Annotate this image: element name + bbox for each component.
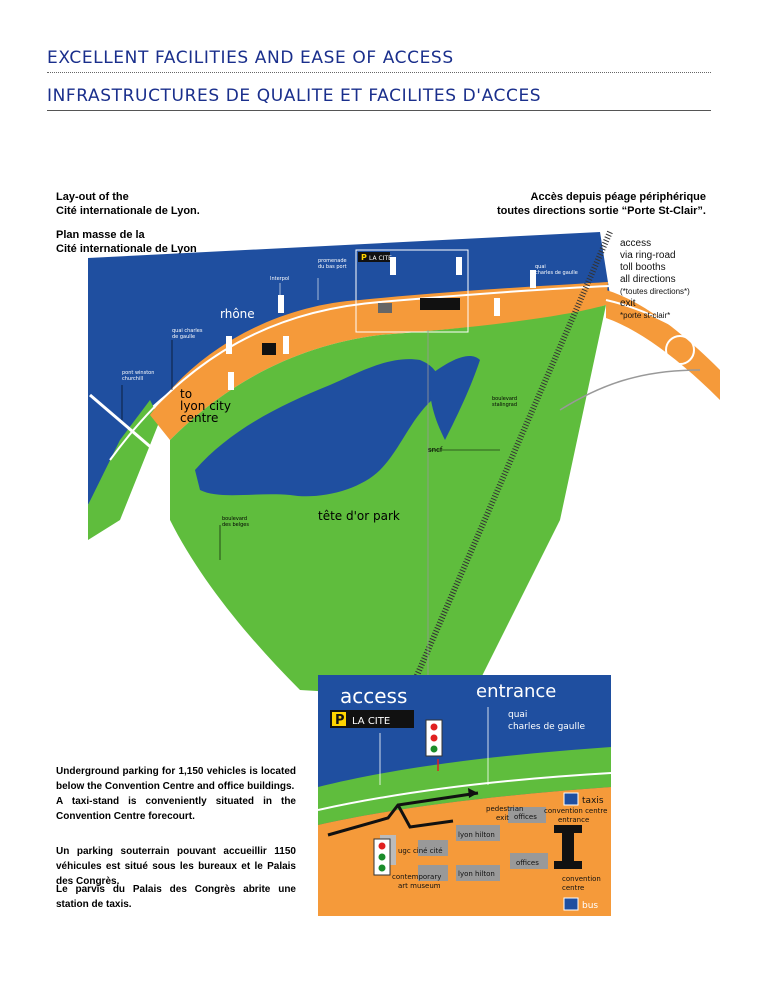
access-caption-french: Accès depuis péage périphérique toutes d…: [496, 191, 706, 217]
interpol-label: Interpol: [270, 276, 289, 282]
inset-offices-label: offices: [514, 813, 537, 821]
interpol-building: [262, 343, 276, 355]
bridge-road: [89, 393, 161, 457]
inset-bus-label: bus: [582, 901, 598, 911]
inset-la-cite-label: LA CITE: [352, 716, 390, 727]
dotted-divider: [47, 72, 711, 73]
traffic-light-icon: [530, 270, 536, 288]
arrow-head-icon: [468, 788, 478, 798]
svg-text:P: P: [361, 253, 367, 262]
taxi-paragraph-french: Le parvis du Palais des Congrès abrite u…: [56, 884, 296, 910]
parking-badge-icon: [358, 252, 390, 262]
park-lake: [195, 359, 440, 497]
traffic-light-icon: [226, 336, 232, 354]
inset-hilton-label-2: lyon hilton: [458, 870, 495, 878]
building-block: [420, 298, 460, 310]
sncf-rail-line: [412, 230, 613, 682]
museum-building: [418, 865, 448, 881]
layout-caption-french: Plan masse de la Cité internationale de …: [56, 229, 197, 255]
title-french: INFRASTRUCTURES DE QUALITE ET FACILITES …: [47, 86, 542, 106]
hilton-building: [456, 825, 500, 841]
rhone-label: rhône: [220, 307, 255, 321]
taxi-icon: [563, 792, 579, 806]
building-block: [378, 303, 392, 313]
convention-centre-building: [554, 861, 582, 869]
access-note: access via ring-road toll booths all dir…: [620, 238, 690, 320]
tete-dor-park: [170, 305, 606, 700]
inset-offices-label-2: offices: [516, 859, 539, 867]
traffic-light-icon: [283, 336, 289, 354]
park-lake-east: [429, 355, 480, 440]
access-route-arrow: [327, 791, 479, 837]
cite-orange-band: [150, 282, 608, 440]
sncf-label: sncf: [428, 446, 443, 454]
solid-divider: [47, 110, 711, 111]
inset-taxis-label: taxis: [582, 796, 604, 806]
ugc-block: [418, 840, 448, 856]
parking-paragraph-english: Underground parking for 1,150 vehicles i…: [56, 766, 296, 822]
offices-building: [508, 807, 546, 823]
parking-paragraph-french: Un parking souterrain pouvant accueillir…: [56, 846, 296, 887]
traffic-light-icon: [278, 295, 284, 313]
roundabout: [665, 335, 695, 365]
inset-ugc-label: ugc ciné cité: [398, 847, 443, 855]
traffic-light-icon: [390, 257, 396, 275]
cite-highlight-box: [355, 249, 469, 333]
inset-road: [318, 772, 611, 811]
title-english: EXCELLENT FACILITIES AND EASE OF ACCESS: [47, 48, 454, 68]
convention-centre-building: [562, 833, 574, 861]
traffic-light-icon: [456, 257, 462, 275]
offices-building-2: [510, 853, 548, 869]
layout-caption-english: Lay-out of the Cité internationale de Ly…: [56, 191, 200, 217]
quai-road: [109, 285, 611, 461]
bus-icon: [563, 897, 579, 911]
eastern-road: [605, 299, 721, 351]
inset-access-label: access: [340, 684, 407, 708]
inset-parking-badge-icon: [330, 710, 414, 728]
east-orange-band: [606, 290, 720, 400]
map-la-cite-label: LA CITE: [369, 255, 392, 262]
svg-text:P: P: [335, 713, 345, 728]
southern-access-road: [559, 369, 701, 411]
traffic-light-icon: [228, 372, 234, 390]
traffic-light-icon: [494, 298, 500, 316]
hilton-building-2: [456, 865, 500, 881]
left-bank-strip: [88, 400, 160, 540]
convention-centre-building: [554, 825, 582, 833]
inset-hilton-label: lyon hilton: [458, 831, 495, 839]
park-label: tête d'or park: [318, 509, 400, 523]
inset-entrance-label: entrance: [476, 681, 556, 702]
